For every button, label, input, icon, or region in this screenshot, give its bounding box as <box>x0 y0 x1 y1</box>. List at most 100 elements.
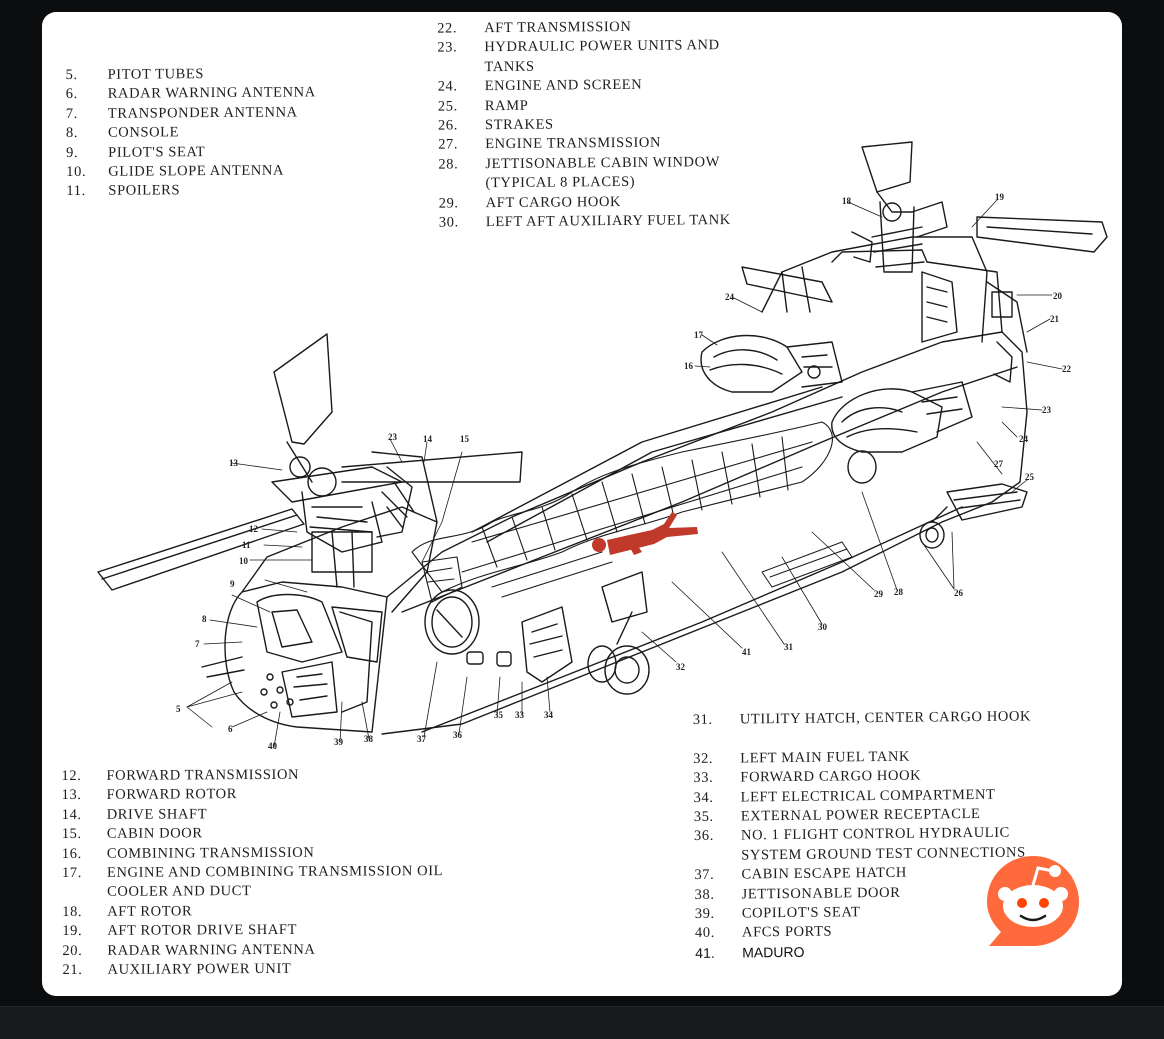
legend-label: ENGINE TRANSMISSION <box>485 134 662 153</box>
legend-label: STRAKES <box>484 116 554 134</box>
legend-number: 12. <box>61 767 82 785</box>
reddit-snoo-icon <box>987 856 1079 946</box>
callout: 12 <box>249 524 259 534</box>
right-engine <box>831 381 973 453</box>
legend-item: 28. JETTISONABLE CABIN WINDOW (TYPICAL 8 … <box>438 152 798 194</box>
legend-number: 24. <box>437 78 458 95</box>
callout: 33 <box>515 710 525 720</box>
legend-label: JETTISONABLE CABIN WINDOW (TYPICAL 8 PLA… <box>485 153 720 192</box>
callout: 13 <box>229 458 239 468</box>
callout: 24 <box>1019 434 1029 444</box>
legend-number: 5. <box>65 66 78 84</box>
legend-number: 25. <box>437 97 458 115</box>
callout: 10 <box>239 556 249 566</box>
legend-number: 8. <box>65 125 79 142</box>
callout: 5 <box>176 704 181 714</box>
legend-number: 28. <box>438 156 459 173</box>
callout: 37 <box>417 734 427 744</box>
callout: 41 <box>742 647 752 657</box>
callout: 6 <box>228 724 233 734</box>
callout: 25 <box>1025 472 1035 482</box>
callout: 29 <box>874 589 884 599</box>
legend-label: SPOILERS <box>108 182 181 200</box>
legend-number: 14. <box>61 806 82 823</box>
legend-number: 38. <box>694 886 715 903</box>
legend-item: 14.DRIVE SHAFT <box>62 804 462 825</box>
legend-number: 21. <box>62 961 83 978</box>
callout: 26 <box>954 588 964 598</box>
callout: 14 <box>423 434 433 444</box>
legend-item: 19.AFT ROTOR DRIVE SHAFT <box>62 920 462 941</box>
callout: 34 <box>544 710 554 720</box>
callout: 16 <box>684 361 694 371</box>
legend-label: FORWARD ROTOR <box>106 786 238 804</box>
legend-label: CONSOLE <box>107 124 180 141</box>
legend-number: 41. <box>695 944 715 961</box>
legend-label: AFT TRANSMISSION <box>484 18 632 37</box>
callout: 36 <box>453 730 463 740</box>
legend-label: TRANSPONDER ANTENNA <box>107 104 298 122</box>
legend-label: PITOT TUBES <box>107 66 205 83</box>
legend-label: UTILITY HATCH, CENTER CARGO HOOK <box>739 708 1032 728</box>
aft-rotor-head <box>851 141 1013 383</box>
legend-item: 18.AFT ROTOR <box>62 901 462 922</box>
legend-number: 26. <box>437 117 459 134</box>
callout: 31 <box>784 642 794 652</box>
legend-item: 11.SPOILERS <box>66 180 366 201</box>
callout: 15 <box>460 434 470 444</box>
callout: 27 <box>994 459 1004 469</box>
legend-label: COMBINING TRANSMISSION <box>106 844 315 862</box>
legend-number: 9. <box>66 144 79 161</box>
aft-pylon <box>761 236 1028 353</box>
callout: 39 <box>334 737 344 747</box>
legend-label: RADAR WARNING ANTENNA <box>107 84 316 103</box>
legend-number: 20. <box>62 942 83 959</box>
legend-number: 33. <box>693 769 714 787</box>
legend-number: 13. <box>61 787 82 804</box>
callout: 20 <box>1053 291 1063 301</box>
callout: 21 <box>1050 314 1060 324</box>
legend-label: AFT CARGO HOOK <box>485 193 622 211</box>
legend-number: 30. <box>438 214 459 231</box>
legend-number: 23. <box>437 39 458 56</box>
callout: 23 <box>388 432 398 442</box>
landing-gear <box>587 506 948 695</box>
legend-item: 15. CABIN DOOR <box>62 823 462 844</box>
callout: 7 <box>195 639 200 649</box>
helicopter-cutaway-diagram: 13 23 14 15 12 11 10 9 8 7 5 6 40 39 38 … <box>97 141 1108 751</box>
callout: 11 <box>242 540 251 550</box>
leader-lines <box>186 199 1063 748</box>
legend-number: 18. <box>62 903 83 920</box>
legend-label: AFT ROTOR DRIVE SHAFT <box>107 921 298 939</box>
legend-item: 8. CONSOLE <box>66 122 366 143</box>
legend-item: 5. PITOT TUBES <box>66 64 366 85</box>
callout: 9 <box>230 579 235 589</box>
legend-item: 20.RADAR WARNING ANTENNA <box>62 939 462 960</box>
callout: 38 <box>364 734 374 744</box>
callout: 32 <box>676 662 686 672</box>
legend-number: 35. <box>693 808 714 825</box>
legend-number: 17. <box>61 864 82 882</box>
legend-item: 21. AUXILIARY POWER UNIT <box>62 959 462 980</box>
legend-number: 15. <box>61 826 82 843</box>
legend-number: 6. <box>65 86 78 103</box>
legend-item: 7.TRANSPONDER ANTENNA <box>66 103 366 124</box>
person-silhouette-icon <box>592 512 698 555</box>
fuselage <box>381 331 1028 735</box>
legend-number: 10. <box>66 163 87 180</box>
legend-number: 16. <box>61 845 82 862</box>
legend-item: 17.ENGINE AND COMBINING TRANSMISSION OIL… <box>62 862 462 903</box>
legend-label: PILOT'S SEAT <box>108 143 206 161</box>
legend-item: 31.UTILITY HATCH, CENTER CARGO HOOK <box>693 707 1073 750</box>
legend-number: 36. <box>693 828 715 845</box>
cabin-interior <box>411 421 833 603</box>
legend-item: 12. FORWARD TRANSMISSION <box>61 765 461 786</box>
legend-label: CABIN DOOR <box>106 825 203 842</box>
legend-label: AUXILIARY POWER UNIT <box>107 960 292 978</box>
legend-label: FORWARD TRANSMISSION <box>106 766 300 784</box>
legend-label: GLIDE SLOPE ANTENNA <box>108 162 285 180</box>
legend-number: 37. <box>694 866 715 884</box>
